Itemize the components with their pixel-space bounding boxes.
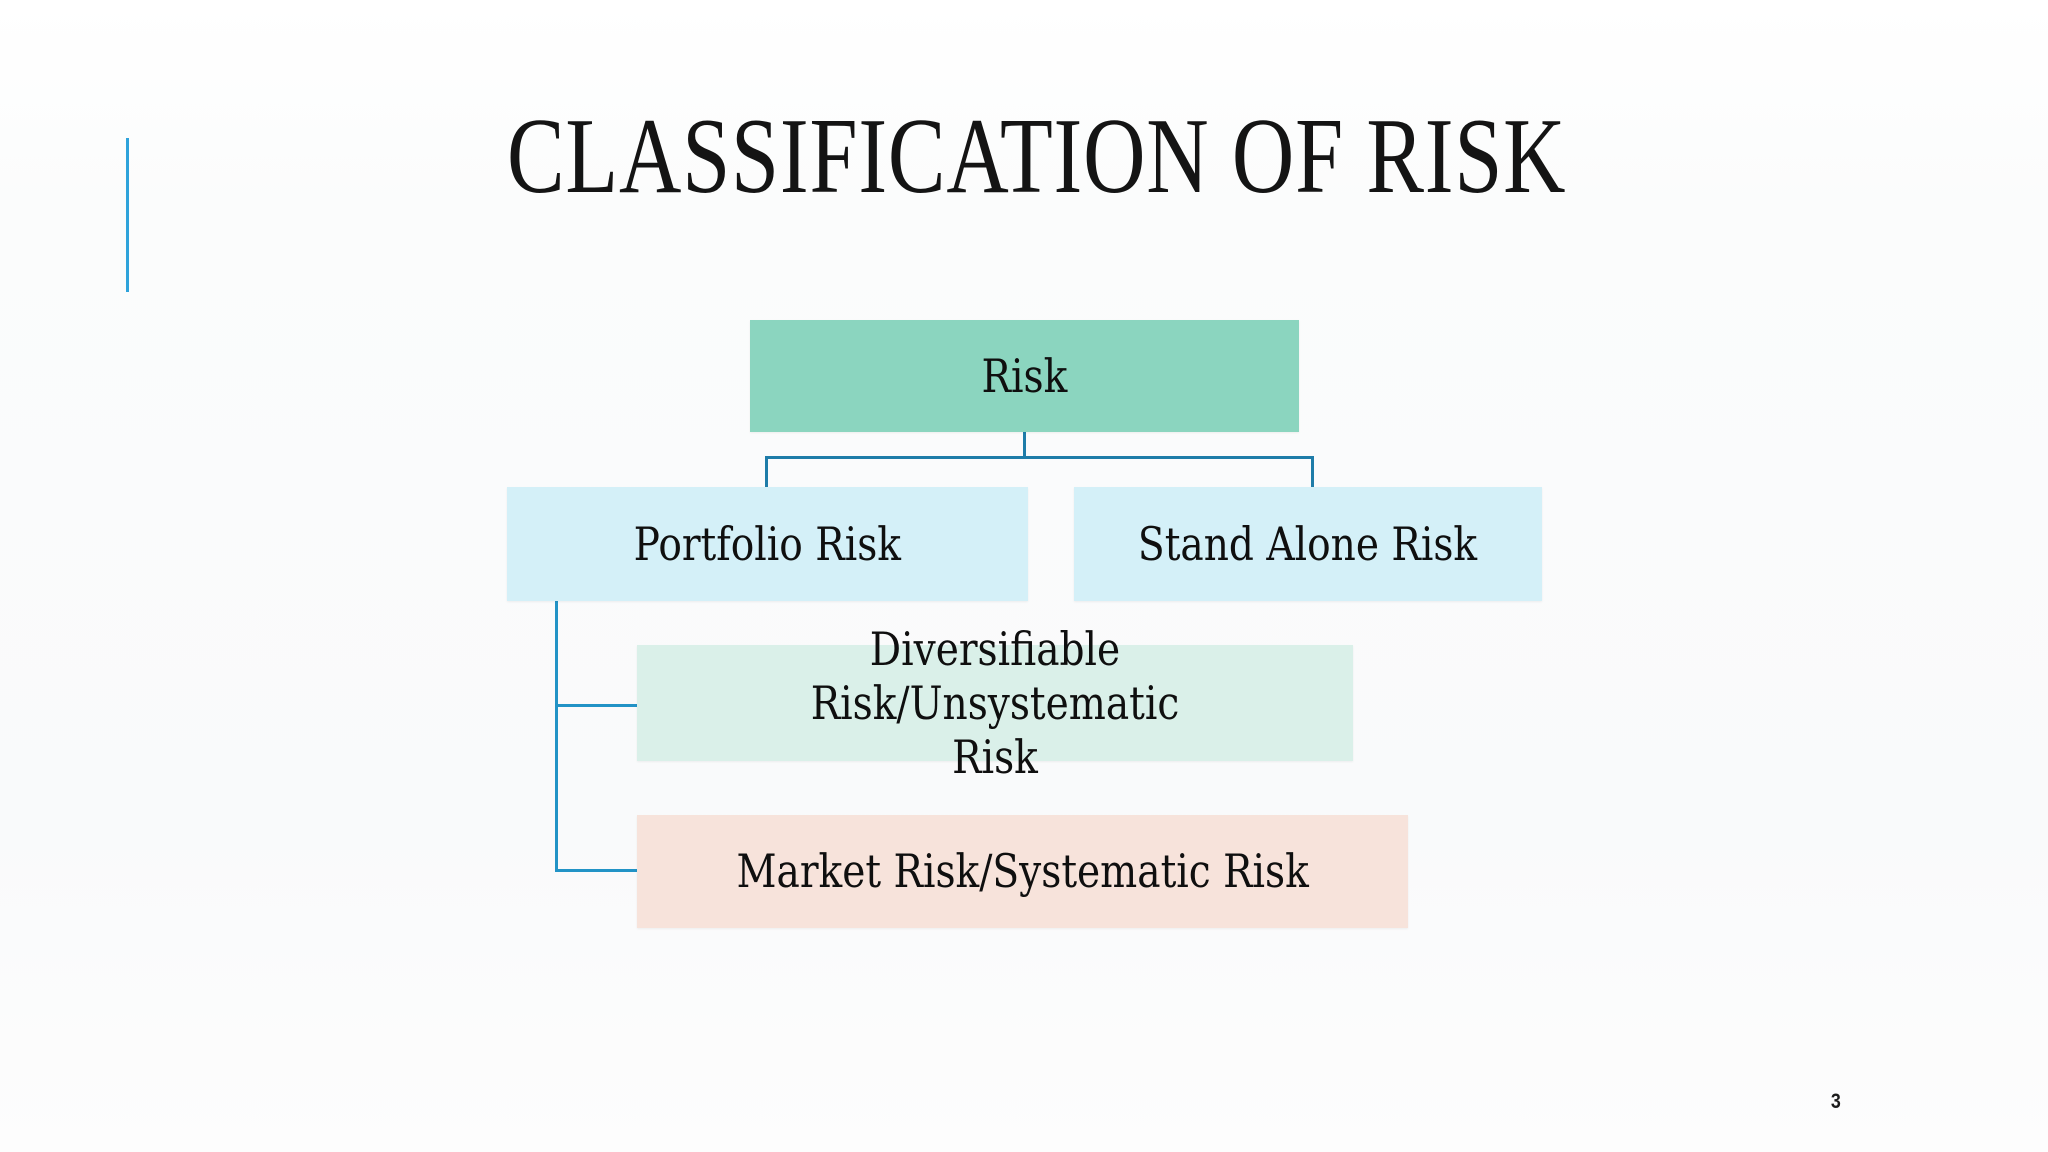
node-risk-label: Risk <box>981 348 1068 403</box>
connector-branch-market <box>555 869 638 872</box>
node-diversifiable-risk-label: Diversifiable Risk/Unsystematic Risk <box>810 621 1180 785</box>
node-stand-alone-risk: Stand Alone Risk <box>1074 487 1542 601</box>
node-portfolio-risk-label: Portfolio Risk <box>633 516 902 571</box>
connector-branch-diversifiable <box>555 704 638 707</box>
node-risk: Risk <box>750 320 1299 432</box>
connector-drop-portfolio <box>765 456 768 487</box>
page-title: CLASSIFICATION OF RISK <box>507 97 1567 216</box>
page-number: 3 <box>1830 1090 1841 1113</box>
title-accent-line <box>126 138 129 292</box>
node-portfolio-risk: Portfolio Risk <box>507 487 1028 601</box>
node-market-risk-label: Market Risk/Systematic Risk <box>736 844 1309 899</box>
node-diversifiable-risk: Diversifiable Risk/Unsystematic Risk <box>637 622 1353 784</box>
connector-risk-stub <box>1023 432 1026 458</box>
connector-horizontal-rail <box>765 456 1314 459</box>
node-stand-alone-risk-label: Stand Alone Risk <box>1138 516 1478 571</box>
connector-drop-standalone <box>1311 456 1314 487</box>
node-market-risk: Market Risk/Systematic Risk <box>637 815 1408 928</box>
connector-portfolio-vertical <box>555 601 558 872</box>
